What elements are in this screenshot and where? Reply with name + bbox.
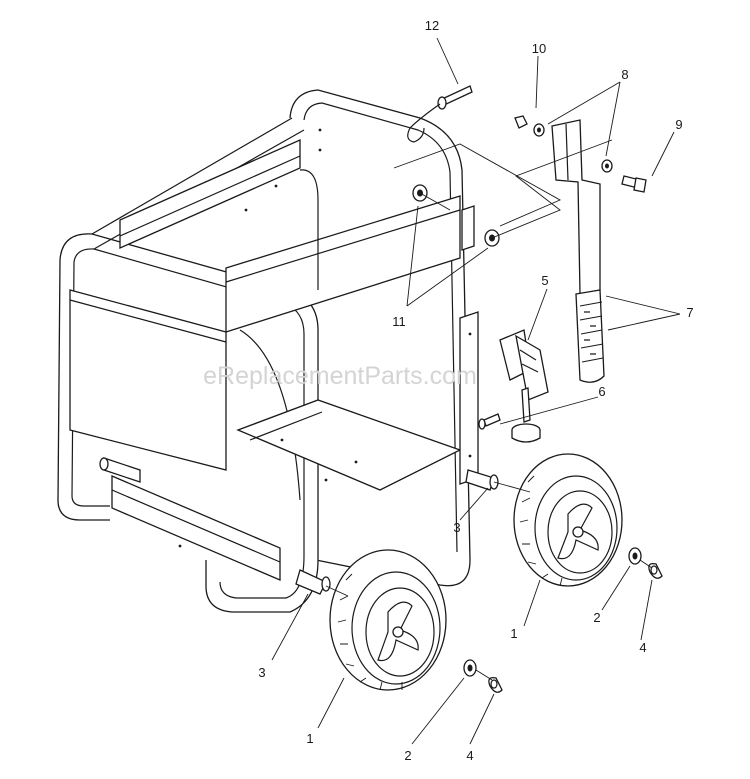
callout-8: 8: [621, 67, 628, 82]
handle-nut: [514, 115, 528, 129]
axle-spacer-rear: [465, 469, 499, 491]
wheel-front: [329, 549, 447, 691]
alignment-lines: [325, 139, 653, 681]
callout-labels: 12 10 8 9 7 5 6 11 3 3 1 1 2 2 4 4: [258, 18, 693, 763]
washer-front: [463, 659, 477, 677]
callout-3-rear: 3: [453, 520, 460, 535]
washer-rear: [628, 547, 642, 565]
axle-spacer-front: [295, 569, 331, 595]
callout-4-rear: 4: [639, 640, 646, 655]
axle-cap-rear: [648, 563, 663, 579]
generator-frame: [57, 89, 479, 613]
callout-2-front: 2: [404, 748, 411, 763]
callout-11: 11: [392, 314, 406, 329]
support-leg: [499, 329, 549, 443]
leg-bolt: [478, 413, 501, 430]
wheel-rear: [513, 453, 623, 587]
callout-1-front: 1: [306, 731, 313, 746]
callout-2-rear: 2: [593, 610, 600, 625]
callout-12: 12: [425, 18, 439, 33]
callout-1-rear: 1: [510, 626, 517, 641]
handle-assembly: [551, 119, 605, 383]
callout-6: 6: [598, 384, 605, 399]
lock-pin: [407, 85, 473, 143]
axle-cap-front: [488, 677, 503, 693]
callout-5: 5: [541, 273, 548, 288]
callout-3-front: 3: [258, 665, 265, 680]
bracket-washer-left: [533, 123, 545, 137]
callout-4-front: 4: [466, 748, 473, 763]
callout-7: 7: [686, 305, 693, 320]
bracket-washer-right: [601, 159, 613, 173]
handle-bolt: [621, 175, 647, 193]
leader-lines: [271, 37, 681, 745]
callout-10: 10: [532, 41, 546, 56]
callout-9: 9: [675, 117, 682, 132]
watermark-text: eReplacementParts.com: [203, 362, 477, 390]
